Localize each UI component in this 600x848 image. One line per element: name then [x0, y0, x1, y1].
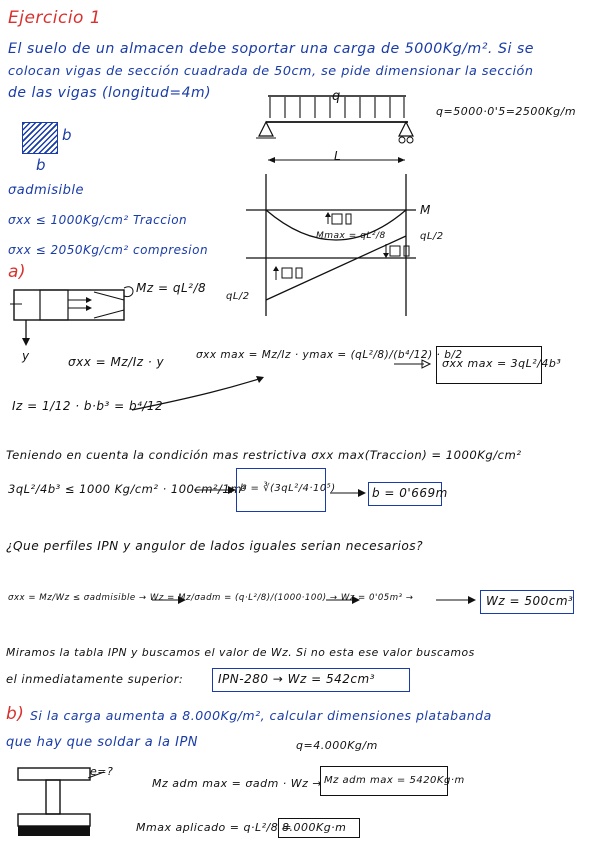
- mmax-label: Mmax = qL²/8: [316, 231, 386, 241]
- section-bottom-label: b: [36, 156, 47, 174]
- b-formula: b = ∛(3qL²/4·10⁵): [240, 483, 336, 494]
- statement-line-3: de las vigas (longitud=4m): [8, 85, 212, 101]
- m-adm-result-box: [320, 766, 448, 796]
- w-equation: σxx = Mz/Wz ≤ σadmisible → Wz = Mz/σadm …: [8, 593, 414, 603]
- sigma-equation: σxx = Mz/Iz · y: [68, 355, 165, 369]
- span-label: L: [334, 149, 342, 163]
- table-line-2: el inmediatamente superior:: [6, 672, 184, 686]
- ipn-result-box: [212, 668, 410, 692]
- e-label: e=?: [90, 765, 114, 778]
- sigma-admisible: σadmisible: [8, 183, 84, 198]
- b-formula-box: [236, 468, 326, 512]
- part-b-line-1: Si la carga aumenta a 8.000Kg/m², calcul…: [30, 708, 492, 723]
- m-adm-equation: Mz adm max = σadm · Wz →: [152, 777, 323, 790]
- section-side-label: b: [62, 126, 73, 144]
- sigma-compresion: σxx ≤ 2050Kg/cm² compresion: [8, 243, 209, 257]
- q-calculation: q=5000·0'5=2500Kg/m: [436, 105, 577, 118]
- m-adm-result: Mz adm max = 5420Kg·m: [324, 775, 465, 786]
- ipn-result: IPN-280 → Wz = 542cm³: [218, 672, 376, 686]
- shear-right-label: qL/2: [420, 231, 444, 242]
- sigma-traccion: σxx ≤ 1000Kg/cm² Traccion: [8, 213, 188, 227]
- b-result-box: [368, 482, 442, 506]
- table-line-1: Miramos la tabla IPN y buscamos el valor…: [6, 646, 475, 659]
- sigma-max-equation: σxx max = Mz/Iz · ymax = (qL²/8)/(b⁴/12)…: [196, 349, 463, 361]
- y-axis-label: y: [22, 349, 30, 363]
- inequality: 3qL²/4b³ ≤ 1000 Kg/cm² · 100cm²/1m²: [8, 482, 248, 496]
- w-result: Wz = 500cm³: [486, 594, 574, 608]
- shear-left-label: qL/2: [226, 291, 250, 302]
- statement-line-2: colocan vigas de sección cuadrada de 50c…: [8, 64, 534, 79]
- part-a-label: a): [8, 262, 27, 282]
- iz-equation: Iz = 1/12 · b·b³ = b⁴/12: [12, 399, 164, 413]
- m-aplicado-equation: Mmax aplicado = q·L²/8 =: [136, 821, 292, 834]
- restrictive-condition: Teniendo en cuenta la condición mas rest…: [6, 448, 522, 462]
- part-b-label: b): [6, 704, 25, 724]
- sigma-max-result-box: [436, 346, 542, 384]
- statement-line-1: El suelo de un almacen debe soportar una…: [8, 41, 535, 57]
- m-aplicado-result: 8.000Kg·m: [282, 821, 347, 834]
- sigma-max-result: σxx max = 3qL²/4b³: [442, 357, 562, 370]
- b-result: b = 0'669m: [372, 486, 448, 500]
- part-b-line-2: que hay que soldar a la IPN: [6, 735, 199, 750]
- q-new: q=4.000Kg/m: [296, 739, 378, 752]
- w-result-box: [480, 590, 574, 614]
- ipn-question: ¿Que perfiles IPN y angulor de lados igu…: [6, 539, 424, 553]
- square-section-icon: [22, 122, 58, 154]
- moment-diagram-label: M: [420, 203, 431, 217]
- exercise-title: Ejercicio 1: [8, 8, 102, 28]
- m-aplicado-result-box: [278, 818, 360, 838]
- mz-label: Mz = qL²/8: [136, 281, 207, 295]
